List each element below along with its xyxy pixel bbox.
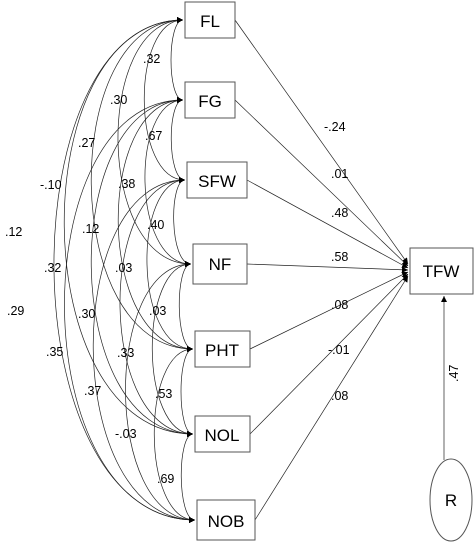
node-fl-label: FL	[200, 12, 220, 31]
corr-fg-nf: .38	[118, 177, 135, 191]
corr-fl-nob: .29	[7, 304, 24, 318]
coef-r-tfw: .47	[447, 365, 461, 382]
coef-nol-tfw: -.01	[328, 343, 350, 357]
corr-fg-sfw: .67	[145, 129, 162, 143]
node-r-label: R	[445, 491, 457, 510]
corr-nf-nob: -.03	[115, 427, 137, 441]
nodes: FL FG SFW NF PHT NOL NOB TFW	[184, 1, 474, 542]
coef-fg-tfw: .01	[331, 167, 348, 181]
coef-nf-tfw: .58	[331, 250, 348, 264]
path-nf-tfw	[246, 263, 409, 273]
corr-fl-nf: .27	[78, 136, 95, 150]
path-nol-tfw	[249, 273, 409, 435]
node-r: R	[429, 458, 473, 542]
corr-arc-fl-fg	[170, 17, 184, 103]
node-nf: NF	[192, 243, 248, 285]
corr-sfw-pht: .03	[115, 261, 132, 275]
node-tfw-label: TFW	[423, 262, 460, 281]
corr-arc-nol-nob	[180, 431, 196, 523]
path-pht-tfw	[249, 271, 409, 350]
path-nob-tfw	[254, 275, 409, 521]
correlation-labels: .32 .30 .27 -.10 .12 .29 .67 .38 .12 .32…	[5, 52, 174, 486]
corr-arc-nf-nol	[151, 261, 194, 437]
node-nol-label: NOL	[205, 426, 240, 445]
corr-arc-pht-nob	[153, 346, 196, 523]
node-fg-label: FG	[198, 92, 222, 111]
corr-sfw-nob: .37	[84, 384, 101, 398]
corr-arc-fl-sfw	[143, 17, 186, 183]
corr-arc-pht-nol	[180, 346, 194, 437]
corr-arc-fg-sfw	[170, 97, 186, 183]
node-tfw: TFW	[409, 247, 474, 295]
node-nob-label: NOB	[208, 512, 245, 531]
corr-sfw-nol: .30	[78, 307, 95, 321]
corr-fg-nol: .32	[44, 261, 61, 275]
corr-arc-fl-pht	[90, 17, 194, 352]
coef-pht-tfw: .08	[331, 298, 348, 312]
node-sfw: SFW	[186, 161, 248, 199]
node-pht: PHT	[194, 330, 251, 368]
node-sfw-label: SFW	[198, 172, 236, 191]
corr-nf-nol: .33	[117, 346, 134, 360]
corr-nol-nob: .69	[157, 472, 174, 486]
path-coefficient-labels: -.24 .01 .48 .58 .08 -.01 .08 .47	[324, 120, 461, 403]
coef-sfw-tfw: .48	[331, 206, 348, 220]
node-fl: FL	[184, 1, 236, 39]
corr-arc-sfw-nob	[92, 177, 196, 523]
corr-sfw-nf: .40	[147, 218, 164, 232]
node-fg: FG	[184, 81, 236, 119]
corr-arc-fg-nob	[64, 97, 196, 523]
coef-nob-tfw: .08	[331, 389, 348, 403]
corr-fg-pht: .12	[82, 222, 99, 236]
path-fl-tfw	[234, 19, 409, 265]
corr-nf-pht: .03	[149, 304, 166, 318]
corr-fl-nol: .12	[5, 225, 22, 239]
node-nob: NOB	[196, 499, 256, 541]
node-nol: NOL	[194, 415, 251, 453]
coef-fl-tfw: -.24	[324, 120, 346, 134]
corr-arc-sfw-pht	[146, 177, 194, 352]
corr-pht-nol: .53	[155, 387, 172, 401]
path-fg-tfw	[234, 99, 409, 267]
path-sfw-tfw	[246, 179, 409, 269]
corr-arc-nf-pht	[178, 261, 194, 352]
paths-to-tfw	[234, 19, 447, 521]
corr-fl-sfw: .30	[110, 93, 127, 107]
corr-fl-fg: .32	[143, 52, 160, 66]
corr-fg-nob: .35	[46, 345, 63, 359]
node-pht-label: PHT	[205, 341, 239, 360]
corr-fl-pht: -.10	[40, 178, 62, 192]
node-nf-label: NF	[209, 255, 232, 274]
corr-arc-fg-nf	[144, 97, 192, 267]
